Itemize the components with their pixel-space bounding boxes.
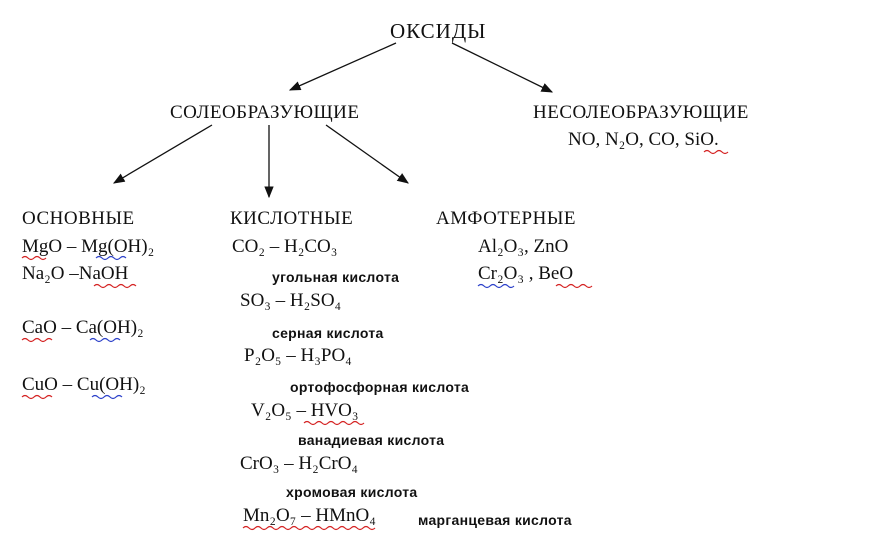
basic-row: MgO – Mg(OH)₂ [22,236,155,257]
red-underline [21,255,47,261]
acidic-formula: SO₃ – H₂SO₄ [240,290,342,311]
acid-name: марганцевая кислота [418,512,572,528]
arrow-to-basic [112,124,213,184]
basic-header: ОСНОВНЫЕ [22,208,135,229]
acid-name: угольная кислота [272,269,400,285]
acid-name: ортофосфорная кислота [290,379,470,395]
acidic-formula-text: V₂O₅ – HVO₃ [251,400,359,421]
red-underline [21,394,53,400]
acid-name: серная кислота [272,325,384,341]
acid-name: хромовая кислота [286,484,418,500]
diagram-title: ОКСИДЫ [390,19,487,43]
basic-row: CuO – Cu(OH)₂ [22,374,146,395]
arrow-to-salt-forming [288,42,397,91]
acidic-formula: CO₂ – H₂CO₃ [232,236,338,257]
salt-forming-label: СОЛЕОБРАЗУЮЩИЕ [170,102,360,123]
acidic-header: КИСЛОТНЫЕ [230,208,354,229]
non-salt-forming-list: NO, N₂O, CO, SiO. [568,129,719,150]
red-underline [303,420,365,426]
blue-underline [91,394,123,400]
arrow-to-amphoteric [325,124,409,184]
blue-underline [95,255,127,261]
red-underline [703,149,729,155]
arrow-to-non-salt-forming [451,42,554,93]
amphoteric-header: АМФОТЕРНЫЕ [436,208,577,229]
acidic-formula: CrO₃ – H₂CrO₄ [240,453,359,474]
acidic-formula: Mn₂O₇ – HMnO₄ [243,505,376,526]
red-underline [93,283,137,289]
blue-underline [477,283,515,289]
red-underline [21,337,53,343]
acidic-formula: V₂O₅ – HVO₃ [251,400,358,422]
red-underline [555,283,593,289]
basic-row: Na₂O –NaOH [22,263,129,284]
blue-underline [89,337,121,343]
amphoteric-row: Cr₂O₃ , BeO [478,263,574,284]
basic-row: CaO – Ca(OH)₂ [22,317,144,338]
non-salt-forming-label: НЕСОЛЕОБРАЗУЮЩИЕ [533,102,749,123]
acid-name: ванадиевая кислота [298,432,445,448]
amphoteric-row: Al₂O₃, ZnO [478,236,569,257]
acidic-formula: P₂O₅ – H₃PO₄ [244,345,352,366]
red-underline [242,525,376,531]
